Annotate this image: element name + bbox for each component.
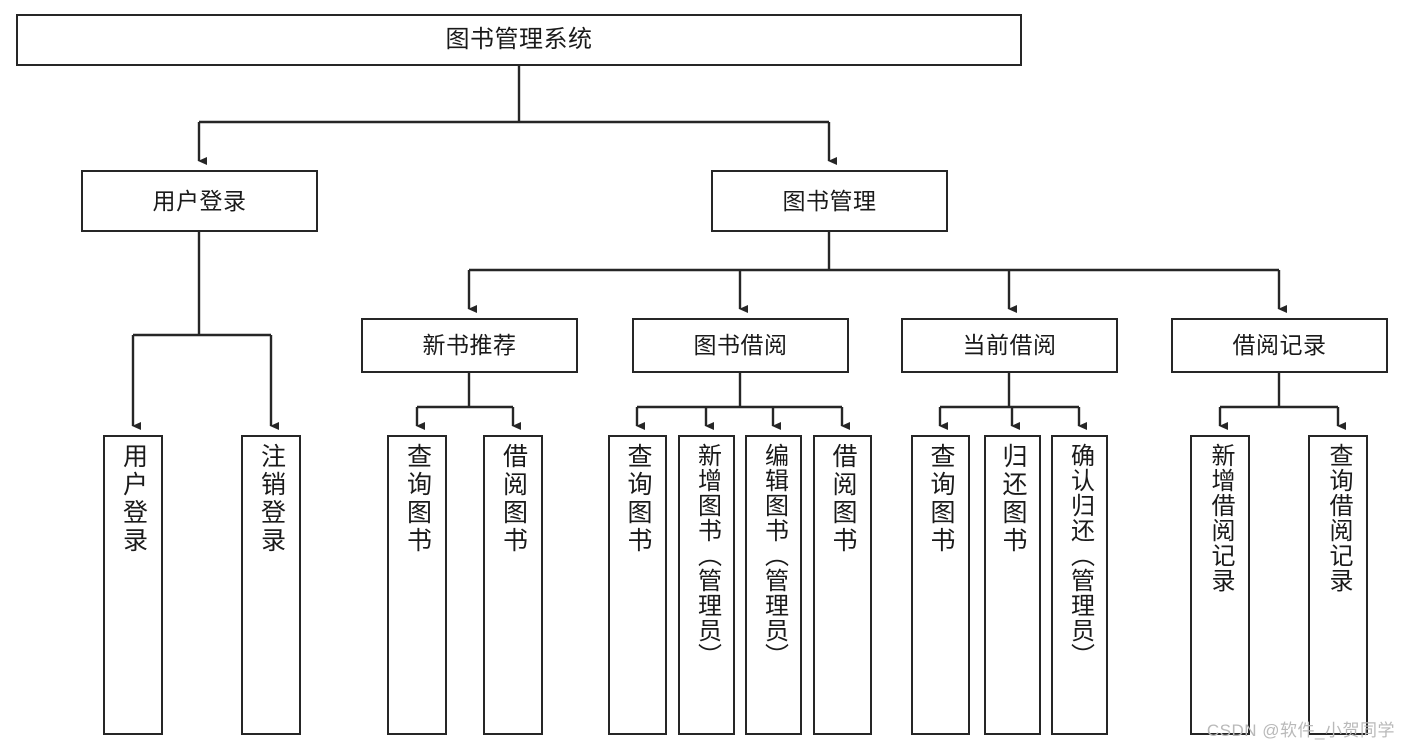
- node-label: 用户登录: [152, 187, 247, 214]
- node-label: 查询图书: [927, 443, 955, 555]
- node-label: 图书借阅: [693, 332, 788, 359]
- node-leaf-1[interactable]: 注销登录: [241, 435, 301, 735]
- node-level3-3[interactable]: 借阅记录: [1171, 318, 1388, 373]
- node-leaf-6[interactable]: 编辑图书（管理员）: [745, 435, 802, 735]
- node-leaf-2[interactable]: 查询图书: [387, 435, 447, 735]
- node-label: 注销登录: [257, 443, 286, 555]
- node-level2-1[interactable]: 图书管理: [711, 170, 948, 232]
- node-label: 查询图书: [403, 443, 432, 555]
- node-level2-0[interactable]: 用户登录: [81, 170, 318, 232]
- node-label: 用户登录: [119, 443, 148, 555]
- node-leaf-3[interactable]: 借阅图书: [483, 435, 543, 735]
- node-level3-0[interactable]: 新书推荐: [361, 318, 578, 373]
- node-label: 归还图书: [999, 443, 1027, 555]
- node-level3-1[interactable]: 图书借阅: [632, 318, 849, 373]
- node-label: 编辑图书（管理员）: [760, 443, 788, 668]
- node-label: 借阅图书: [829, 443, 857, 555]
- node-leaf-9[interactable]: 归还图书: [984, 435, 1041, 735]
- node-label: 图书管理: [782, 187, 877, 214]
- node-leaf-7[interactable]: 借阅图书: [813, 435, 872, 735]
- node-leaf-5[interactable]: 新增图书（管理员）: [678, 435, 735, 735]
- node-label: 借阅记录: [1232, 332, 1327, 359]
- node-leaf-10[interactable]: 确认归还（管理员）: [1051, 435, 1108, 735]
- node-leaf-8[interactable]: 查询图书: [911, 435, 970, 735]
- node-label: 确认归还（管理员）: [1066, 443, 1094, 668]
- node-label: 图书管理系统: [445, 26, 593, 54]
- node-leaf-4[interactable]: 查询图书: [608, 435, 667, 735]
- node-label: 新增图书（管理员）: [693, 443, 721, 668]
- csdn-watermark: CSDN @软件_小贺同学: [1206, 721, 1395, 740]
- node-label: 借阅图书: [499, 443, 528, 555]
- node-label: 当前借阅: [962, 332, 1057, 359]
- node-leaf-0[interactable]: 用户登录: [103, 435, 163, 735]
- node-label: 新增借阅记录: [1207, 443, 1234, 593]
- node-level3-2[interactable]: 当前借阅: [901, 318, 1118, 373]
- node-leaf-12[interactable]: 查询借阅记录: [1308, 435, 1368, 735]
- node-label: 查询图书: [624, 443, 652, 555]
- node-label: 新书推荐: [422, 332, 517, 359]
- node-leaf-11[interactable]: 新增借阅记录: [1190, 435, 1250, 735]
- node-label: 查询借阅记录: [1325, 443, 1352, 593]
- node-root-0[interactable]: 图书管理系统: [16, 14, 1022, 66]
